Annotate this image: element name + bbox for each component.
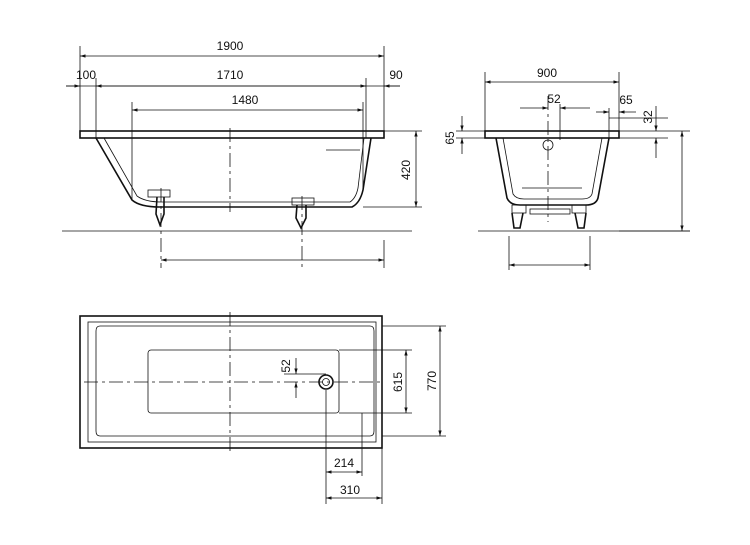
dim-rim-right: 90 [389,68,403,82]
tub-outer-outline-plan [79,315,383,449]
drain-plan [318,374,334,390]
dim-height: 420 [399,160,413,180]
dim-rim-side: 65 [619,93,633,107]
tub-bottom-plan [147,349,340,414]
tub-body-outline [95,137,372,208]
tub-rim-end [484,130,620,139]
dim-plan-drain-offset: 52 [279,359,293,373]
dim-rim-thickness: 65 [443,131,457,145]
tub-rim [79,130,385,139]
dim-rim-left: 100 [76,68,96,82]
overflow-circle [542,139,554,151]
dim-overall-width: 770 [425,371,439,391]
foot-left [147,188,171,268]
end-feet [511,204,587,229]
foot-right [291,196,315,268]
tub-end-outline [495,137,610,206]
tub-basin-plan [95,325,375,437]
tub-end-inner [502,137,603,200]
dim-overall-length: 1900 [217,39,244,53]
dim-bottom-length: 1480 [232,93,259,107]
dim-inner-width: 615 [391,372,405,392]
dim-rim-small: 32 [641,110,655,124]
end-elevation-view: 900 52 65 32 65 [443,66,690,270]
tub-inner-outline [103,137,365,203]
dim-drain-to-end: 214 [334,456,354,470]
dim-width: 900 [537,66,557,80]
plan-view: 52 615 770 214 310 [79,312,446,504]
dim-inner-length: 1710 [217,68,244,82]
side-elevation-view: 1900 100 1710 90 1480 420 [62,39,422,268]
dim-outer-to-end: 310 [340,483,360,497]
dim-drain-offset: 52 [547,92,561,106]
